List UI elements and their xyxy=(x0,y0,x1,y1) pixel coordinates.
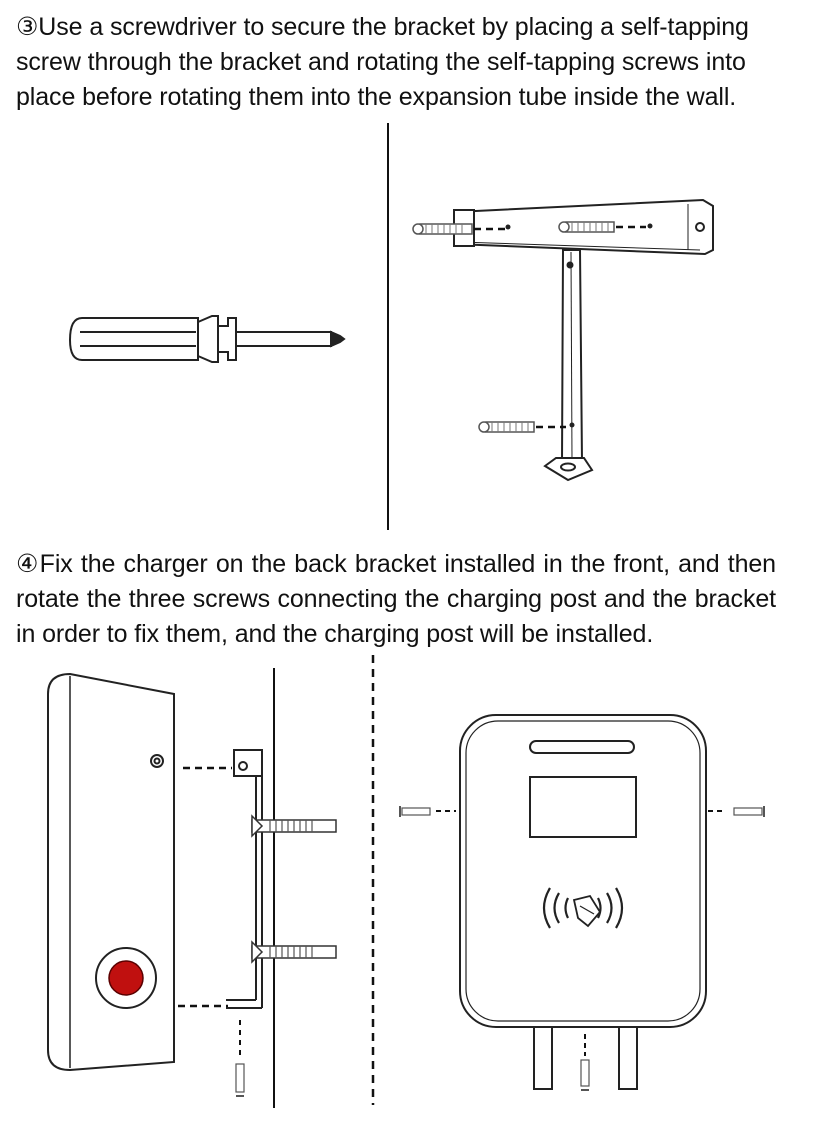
emergency-stop-button-icon xyxy=(95,947,157,1009)
charger-side-view-icon xyxy=(47,672,175,1072)
self-tapping-screw-icon xyxy=(399,806,456,817)
figure-charger-installation xyxy=(47,655,765,1108)
screwdriver-icon xyxy=(68,315,346,363)
self-tapping-screw-icon xyxy=(478,421,575,433)
charger-front-view-icon xyxy=(459,714,707,1090)
self-tapping-screw-icon xyxy=(235,1020,245,1097)
rfid-contactless-icon xyxy=(542,887,624,929)
step-3-instruction: ③Use a screwdriver to secure the bracket… xyxy=(16,13,749,111)
self-tapping-screw-icon xyxy=(708,806,765,817)
step-4-instruction: ④Fix the charger on the back bracket ins… xyxy=(16,550,776,648)
self-tapping-screw-icon xyxy=(580,1034,590,1091)
side-bracket-profile xyxy=(226,749,263,1009)
self-tapping-screw-icon xyxy=(558,221,653,233)
expansion-anchor-icon xyxy=(251,814,337,838)
expansion-anchor-icon xyxy=(251,940,337,964)
self-tapping-screw-icon xyxy=(412,223,511,235)
figure-bracket-screws xyxy=(68,123,714,530)
t-bracket-icon xyxy=(453,198,714,482)
